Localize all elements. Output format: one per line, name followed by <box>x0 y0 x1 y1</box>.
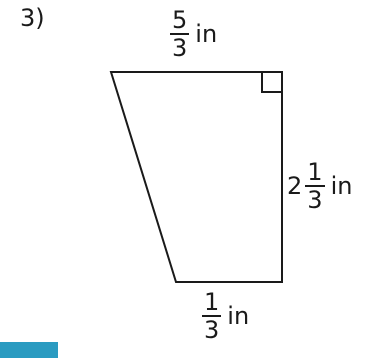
right-side-numerator: 1 <box>307 158 323 186</box>
right-side-fraction: 1 3 <box>305 158 325 214</box>
corner-tab <box>0 342 58 358</box>
fraction-bar <box>305 185 325 187</box>
top-side-fraction: 5 3 <box>170 6 190 62</box>
bottom-side-numerator: 1 <box>204 288 220 316</box>
problem-number: 3) <box>20 4 45 32</box>
bottom-side-fraction: 1 3 <box>202 288 222 344</box>
right-angle-marker <box>261 72 282 93</box>
fraction-bar <box>202 315 222 317</box>
bottom-side-label: 1 3 in <box>202 290 249 342</box>
trapezoid-shape <box>109 71 283 283</box>
right-side-unit: in <box>330 172 353 200</box>
top-side-denominator: 3 <box>172 34 188 62</box>
bottom-side-unit: in <box>227 302 250 330</box>
fraction-bar <box>170 33 190 35</box>
right-side-whole: 2 <box>287 172 303 200</box>
top-side-label: 5 3 in <box>170 8 217 60</box>
bottom-side-denominator: 3 <box>204 316 220 344</box>
right-side-label: 2 1 3 in <box>287 160 352 212</box>
top-side-numerator: 5 <box>172 6 188 34</box>
top-side-unit: in <box>195 20 218 48</box>
right-side-denominator: 3 <box>307 186 323 214</box>
